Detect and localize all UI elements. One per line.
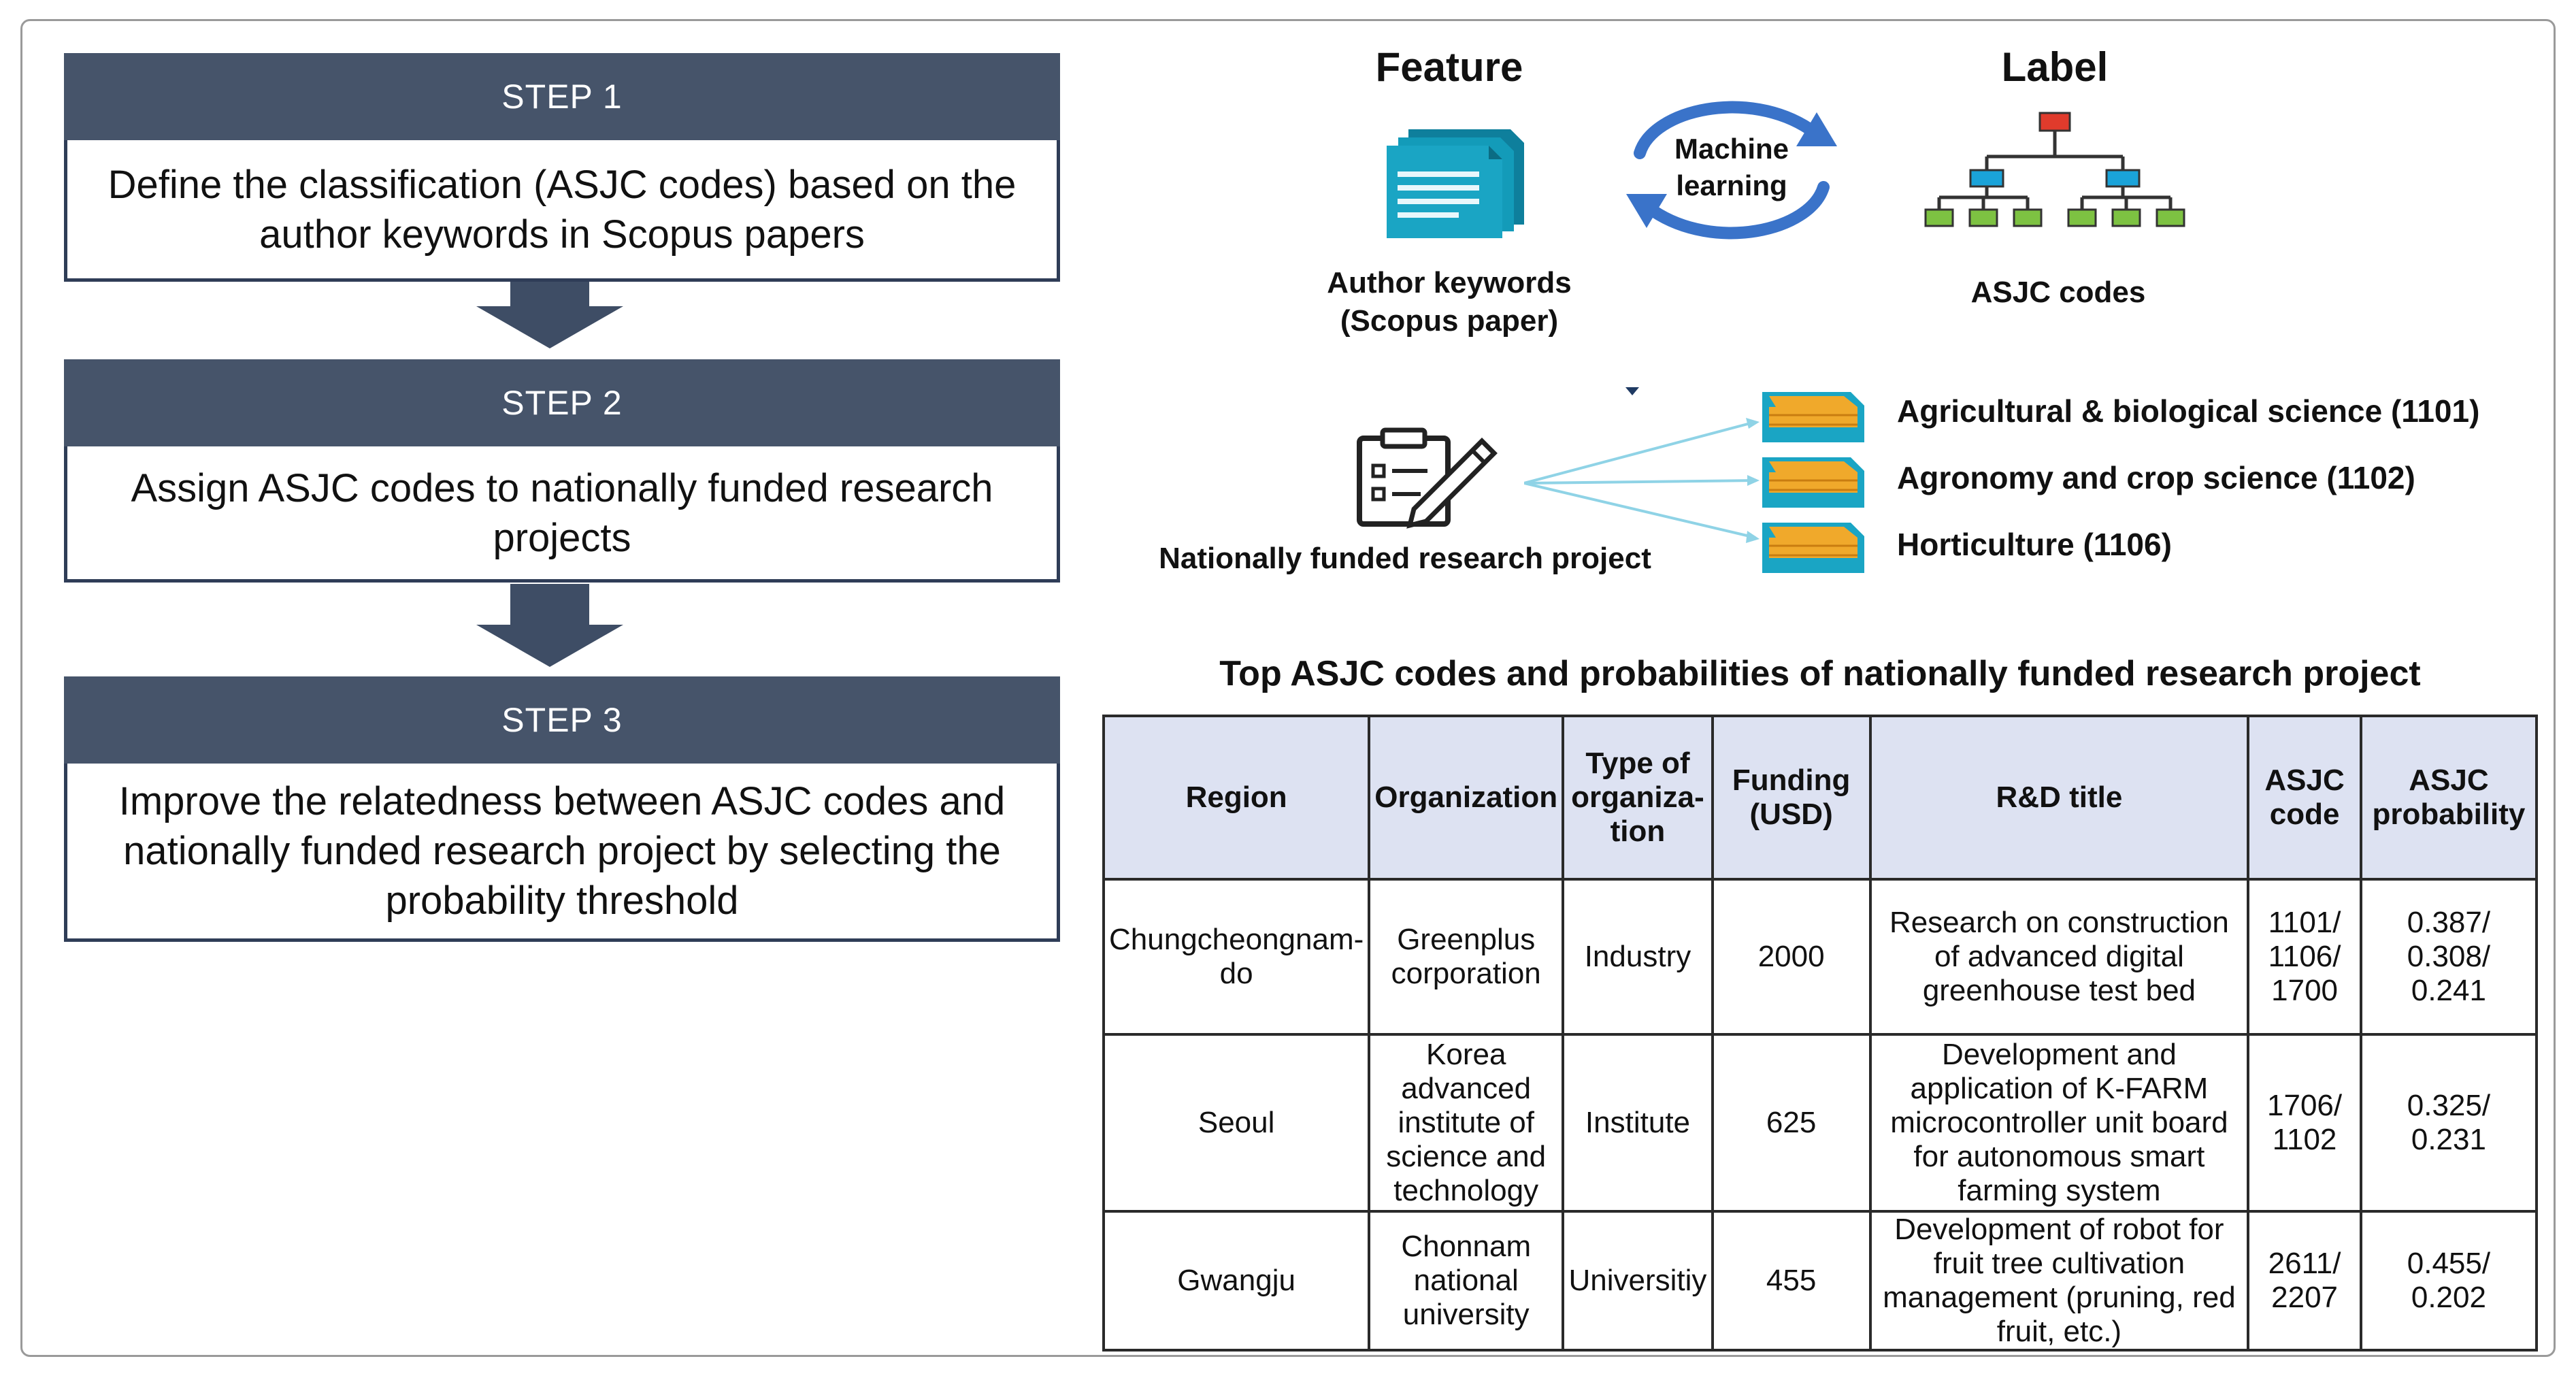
header-organization: Organization [1368,715,1565,881]
table-row: Chungcheongnam-do Greenplus corporation … [1102,878,2539,1036]
category-3: Horticulture (1106) [1897,527,2172,562]
table-title: Top ASJC codes and probabilities of nati… [1219,654,2421,693]
cell-asjc-probability: 0.325/ 0.231 [2359,1033,2539,1213]
feature-caption-line2: (Scopus paper) [1340,304,1559,338]
header-rd-title: R&D title [1868,715,2250,881]
cell-type: Universitiy [1562,1210,1714,1352]
step-2-box: Assign ASJC codes to nationally funded r… [64,446,1060,583]
clipboard-pen-icon [1357,427,1498,529]
cycle-arrows-icon [1626,101,1837,240]
cell-rd-title: Development of robot for fruit tree cult… [1868,1210,2250,1352]
header-type: Type of organiza-tion [1562,715,1714,881]
cell-asjc-code: 1101/ 1106/ 1700 [2247,878,2362,1036]
step-3-box: Improve the relatedness between ASJC cod… [64,764,1060,942]
category-2: Agronomy and crop science (1102) [1897,460,2415,495]
cell-organization: Greenplus corporation [1368,878,1565,1036]
label-caption: ASJC codes [1970,276,2146,309]
feature-caption-line1: Author keywords [1327,266,1572,299]
folder-icon [1762,457,1864,508]
step-2-header: STEP 2 [64,359,1060,446]
header-region: Region [1102,715,1371,881]
header-asjc-probability: ASJC probability [2359,715,2539,881]
cell-region: Chungcheongnam-do [1102,878,1371,1036]
marker-triangle-icon [1625,387,1639,395]
cell-type: Industry [1562,878,1714,1036]
label-title: Label [2001,44,2109,90]
table-header-row: Region Organization Type of organiza-tio… [1102,715,2539,881]
cell-asjc-probability: 0.387/ 0.308/ 0.241 [2359,878,2539,1036]
cell-rd-title: Development and application of K-FARM mi… [1868,1033,2250,1213]
folder-icon [1762,392,1864,442]
document-stack-icon [1387,129,1524,238]
cell-asjc-code: 1706/ 1102 [2247,1033,2362,1213]
machine-learning-line2: learning [1676,169,1787,201]
header-asjc-code: ASJC code [2247,715,2362,881]
cell-asjc-code: 2611/ 2207 [2247,1210,2362,1352]
cell-organization: Korea advanced institute of science and … [1368,1033,1565,1213]
hierarchy-tree-icon [1924,112,2185,227]
folder-icon [1762,523,1864,573]
cell-funding: 625 [1711,1033,1872,1213]
cell-region: Seoul [1102,1033,1371,1213]
cell-funding: 2000 [1711,878,1872,1036]
machine-learning-line1: Machine [1674,133,1789,165]
step-1-box: Define the classification (ASJC codes) b… [64,140,1060,282]
feature-title: Feature [1375,44,1523,90]
category-1: Agricultural & biological science (1101) [1897,393,2480,429]
figure-frame [20,19,2556,1357]
step-1-header: STEP 1 [64,53,1060,140]
project-caption: Nationally funded research project [1159,542,1651,575]
step-3-header: STEP 3 [64,676,1060,764]
cell-funding: 455 [1711,1210,1872,1352]
cell-organization: Chonnam national university [1368,1210,1565,1352]
connector-lines [1524,418,1760,543]
cell-asjc-probability: 0.455/ 0.202 [2359,1210,2539,1352]
cell-region: Gwangju [1102,1210,1371,1352]
table-row: Gwangju Chonnam national university Univ… [1102,1210,2539,1352]
cell-type: Institute [1562,1033,1714,1213]
header-funding: Funding (USD) [1711,715,1872,881]
asjc-table: Region Organization Type of organiza-tio… [1102,715,2539,1352]
cell-rd-title: Research on construction of advanced dig… [1868,878,2250,1036]
table-row: Seoul Korea advanced institute of scienc… [1102,1033,2539,1213]
